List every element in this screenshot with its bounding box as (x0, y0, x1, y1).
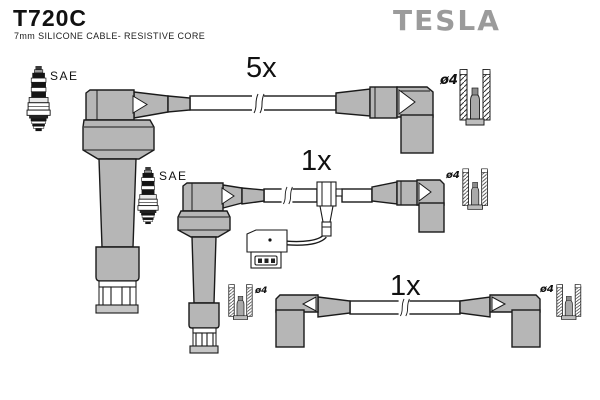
elbow-boot (371, 179, 445, 233)
diameter-label: ø4 (539, 284, 554, 295)
terminal-socket-icon (462, 168, 488, 210)
terminal-socket-icon (459, 69, 491, 126)
diameter-label: ø4 (439, 73, 458, 88)
spark-plug-icon (26, 65, 51, 132)
coil-connector-block (246, 229, 288, 269)
sae-label: SAE (50, 69, 79, 83)
boot-terminal-cage (95, 280, 139, 314)
sae-label: SAE (159, 169, 188, 183)
elbow-boot (275, 294, 351, 348)
pencil-boot (82, 89, 191, 314)
boot-terminal-cage (189, 327, 219, 354)
cable-set-top: 5x SAE (26, 52, 491, 314)
subtitle: 7mm SILICONE CABLE- RESISTIVE CORE (14, 31, 206, 41)
brand-logo: TESLA (393, 4, 501, 37)
pencil-boot (177, 182, 265, 354)
elbow-boot (335, 86, 434, 154)
diameter-label: ø4 (445, 170, 460, 181)
cable-set-bottom: 1x ø4 ø4 (228, 270, 582, 348)
quantity-label: 1x (301, 145, 332, 177)
cable-set-middle: 1x SAE (137, 145, 488, 354)
cable-break-icon (398, 296, 410, 318)
elbow-boot (459, 294, 541, 348)
ignition-cable (341, 188, 373, 203)
terminal-socket-icon (556, 284, 582, 320)
terminal-socket-icon (228, 284, 253, 320)
cable-break-icon (281, 184, 293, 206)
connector-branch (246, 181, 343, 269)
quantity-label: 5x (246, 52, 277, 84)
cable-break-icon (251, 91, 265, 115)
spark-plug-icon (137, 166, 159, 225)
t-junction (316, 181, 337, 207)
diameter-label: ø4 (254, 286, 267, 296)
quantity-label: 1x (390, 270, 421, 302)
part-number: T720C (13, 5, 88, 31)
